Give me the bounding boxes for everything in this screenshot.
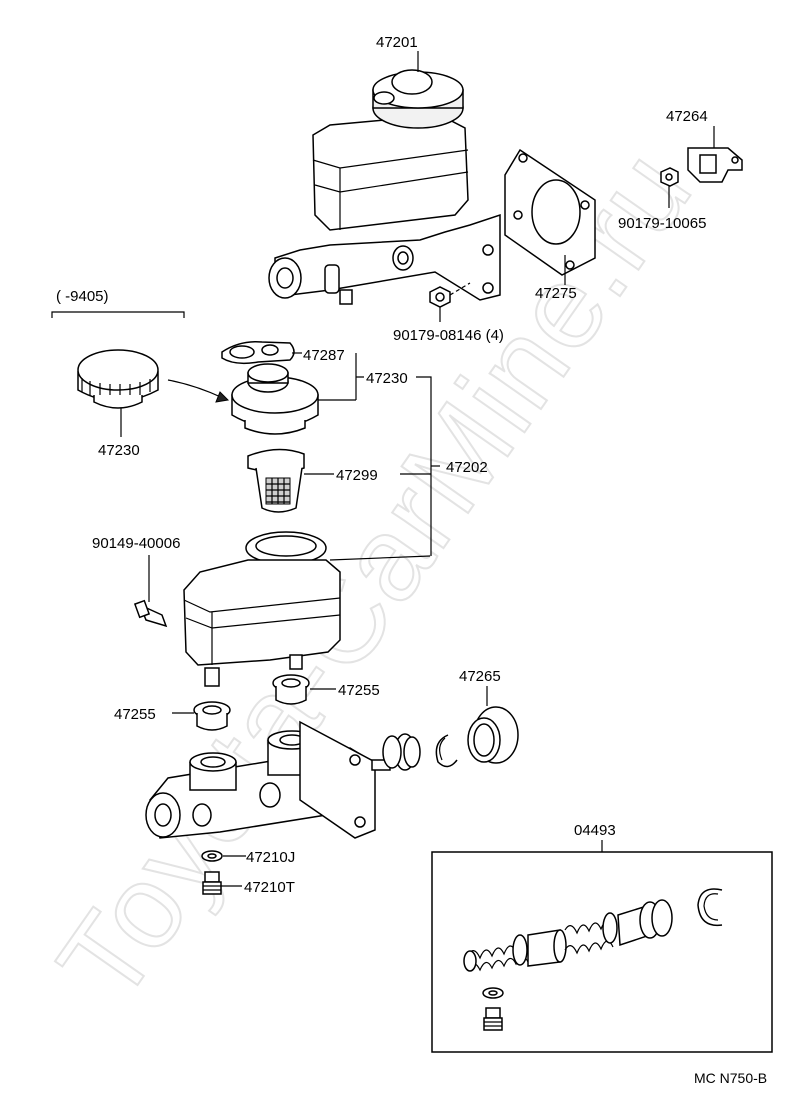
arrow-icon xyxy=(167,379,224,399)
label-47210t: 47210T xyxy=(244,879,295,896)
piston-boot-icon xyxy=(382,733,421,771)
bolt-icon xyxy=(429,282,471,322)
label-47202: 47202 xyxy=(446,459,488,476)
label-47287: 47287 xyxy=(303,347,345,364)
label-47275: 47275 xyxy=(535,285,577,302)
label-47230-cap: 47230 xyxy=(98,442,140,459)
label-90179-10065: 90179-10065 xyxy=(618,215,706,232)
label-47230-top: 47230 xyxy=(366,370,408,387)
label-47264: 47264 xyxy=(666,108,708,125)
date-range-bracket xyxy=(51,311,185,318)
bracket-icon xyxy=(687,126,743,183)
label-47255-right: 47255 xyxy=(338,682,380,699)
grommet-icon xyxy=(272,674,336,705)
reservoir-cap-icon xyxy=(77,349,159,437)
gasket-icon xyxy=(221,340,302,365)
reservoir-icon xyxy=(183,531,431,687)
nut-icon xyxy=(660,167,679,208)
gasket-icon xyxy=(504,148,596,285)
repair-kit-icon xyxy=(463,888,723,1031)
label-90149-40006: 90149-40006 xyxy=(92,535,180,552)
washer-icon xyxy=(201,850,246,862)
label-04493: 04493 xyxy=(574,822,616,839)
label-47210j: 47210J xyxy=(246,849,295,866)
master-cylinder-body-icon xyxy=(145,720,391,839)
bolt-icon xyxy=(133,599,168,628)
label-47255-left: 47255 xyxy=(114,706,156,723)
reservoir-cap-icon xyxy=(231,363,356,435)
label-47265: 47265 xyxy=(459,668,501,685)
screw-icon xyxy=(202,871,242,895)
label-90179-08146: 90179-08146 (4) xyxy=(393,327,504,344)
date-range-label: ( -9405) xyxy=(56,288,109,305)
label-47201: 47201 xyxy=(376,34,418,51)
master-cylinder-assembly-icon xyxy=(268,51,501,305)
reservoir-strainer-icon xyxy=(247,448,334,513)
diagram-code: MC N750-B xyxy=(694,1070,767,1086)
snap-ring-icon xyxy=(435,734,458,768)
grommet-icon xyxy=(172,701,231,731)
seal-icon xyxy=(467,686,519,764)
label-47299: 47299 xyxy=(336,467,378,484)
